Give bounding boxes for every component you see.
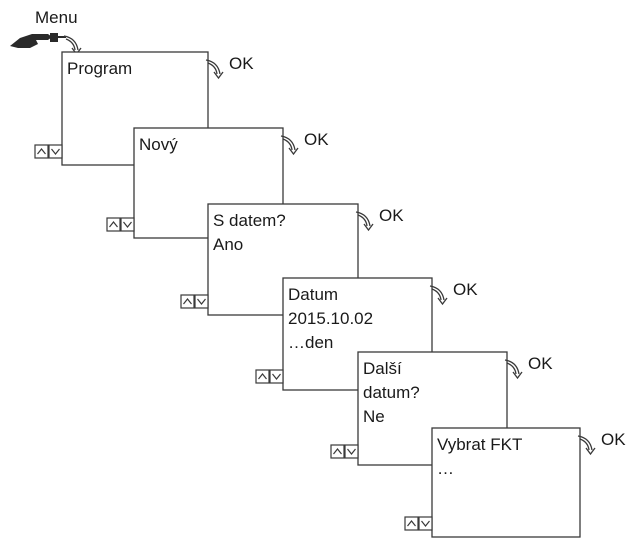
up-button-icon (106, 217, 121, 232)
up-down-arrow-buttons-icon (34, 144, 63, 159)
curved-arrow-icon (504, 359, 523, 380)
menu-label: Menu (35, 8, 78, 27)
up-down-arrow-buttons-icon (106, 217, 135, 232)
screen-line: Ano (213, 235, 243, 254)
curved-arrow-icon (280, 135, 299, 156)
ok-label: OK (453, 280, 478, 299)
screen-line: Ne (363, 407, 385, 426)
screen-line: Program (67, 59, 132, 78)
down-button-icon (269, 369, 284, 384)
ok-label: OK (229, 54, 254, 73)
curved-arrow-icon (63, 35, 82, 56)
screen-frame (431, 427, 581, 538)
screen-line: Další (363, 359, 402, 378)
up-down-arrow-buttons-icon (330, 444, 359, 459)
curved-arrow-icon (577, 435, 596, 456)
up-button-icon (255, 369, 270, 384)
screen-line: datum? (363, 383, 420, 402)
up-button-icon (34, 144, 49, 159)
screen-line: … (437, 459, 454, 478)
down-button-icon (418, 516, 433, 531)
down-button-icon (48, 144, 63, 159)
ok-label: OK (601, 430, 626, 449)
screen-line: Nový (139, 135, 178, 154)
screen-line: S datem? (213, 211, 286, 230)
curved-arrow-icon (355, 211, 374, 232)
screen-vybrat-fkt: Vybrat FKT … OK (404, 427, 626, 538)
down-button-icon (120, 217, 135, 232)
down-button-icon (344, 444, 359, 459)
screen-line: Datum (288, 285, 338, 304)
up-button-icon (330, 444, 345, 459)
ok-label: OK (304, 130, 329, 149)
pointing-hand-icon (10, 33, 66, 48)
up-down-arrow-buttons-icon (404, 516, 433, 531)
up-button-icon (404, 516, 419, 531)
ok-label: OK (528, 354, 553, 373)
up-down-arrow-buttons-icon (180, 294, 209, 309)
up-down-arrow-buttons-icon (255, 369, 284, 384)
screen-line: Vybrat FKT (437, 435, 522, 454)
up-button-icon (180, 294, 195, 309)
curved-arrow-icon (429, 285, 448, 306)
down-button-icon (194, 294, 209, 309)
curved-arrow-icon (205, 59, 224, 80)
menu-entry: Menu (10, 8, 82, 56)
screen-line: …den (288, 333, 333, 352)
screen-line: 2015.10.02 (288, 309, 373, 328)
ok-label: OK (379, 206, 404, 225)
